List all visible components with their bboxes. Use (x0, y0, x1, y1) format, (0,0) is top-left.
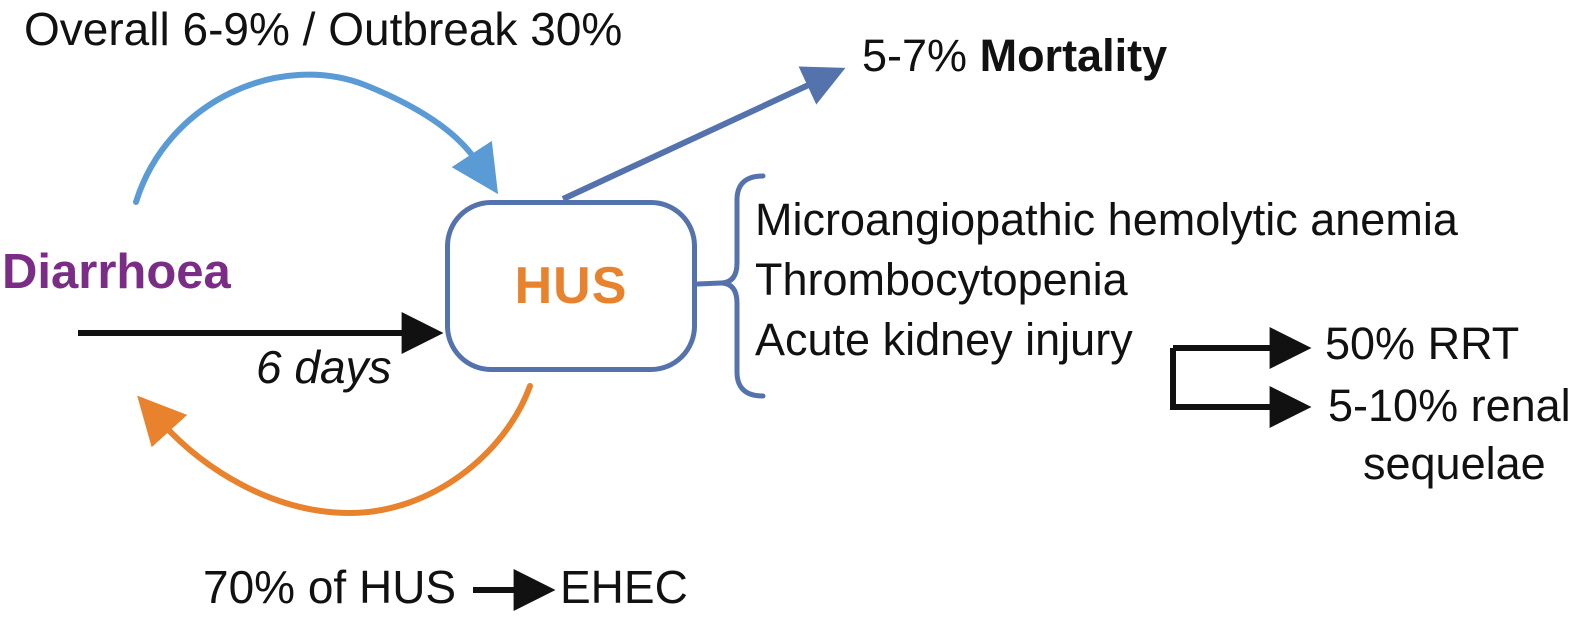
diarrhoea-node-label: Diarrhoea (2, 245, 231, 299)
triad-item-anemia: Microangiopathic hemolytic anemia (755, 194, 1458, 245)
hus-brace-connector (695, 280, 724, 287)
recurrence-prefix-label: 70% of HUS (203, 561, 457, 613)
mortality-value: 5-7% (862, 30, 968, 81)
renal-sequelae-label-line2: sequelae (1363, 438, 1546, 489)
recurrence-arc-arrow (137, 383, 533, 517)
incidence-arc-arrow (133, 71, 499, 205)
ehec-label: EHEC (560, 561, 688, 613)
interval-label: 6 days (256, 341, 392, 393)
mortality-arrow (561, 66, 846, 202)
hus-node-label: HUS (514, 257, 628, 315)
triad-item-aki: Acute kidney injury (755, 314, 1133, 365)
hus-node-box: HUS (445, 200, 697, 372)
mortality-label: 5-7% Mortality (862, 30, 1167, 82)
hus-triad-list: Microangiopathic hemolytic anemia Thromb… (755, 190, 1458, 370)
triad-item-thrombocytopenia: Thrombocytopenia (755, 254, 1128, 305)
renal-sequelae-label-line1: 5-10% renal (1328, 380, 1571, 431)
mortality-word: Mortality (979, 30, 1168, 81)
incidence-label: Overall 6-9% / Outbreak 30% (24, 3, 623, 55)
rrt-outcome-label: 50% RRT (1325, 318, 1520, 369)
